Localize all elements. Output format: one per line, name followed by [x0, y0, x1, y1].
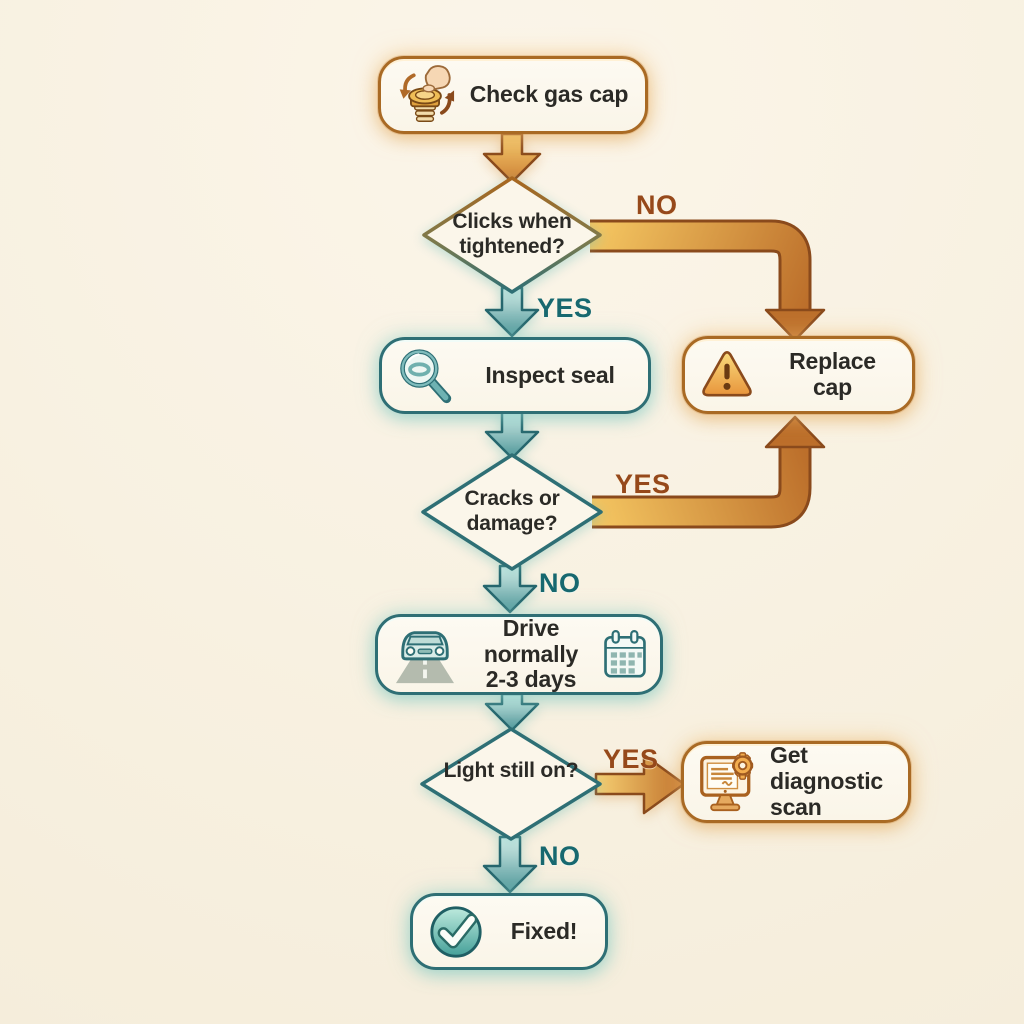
- decision-diamond-light-still-on: [420, 727, 602, 841]
- car-road-icon: [395, 630, 455, 683]
- decision-diamond-cracks-or-damage: [421, 453, 603, 571]
- decision-label-cracks-or-damage: Cracks or damage?: [464, 487, 560, 535]
- arrow-drive-to-light: [484, 692, 540, 732]
- calendar-icon: [604, 629, 646, 678]
- magnifier-seal-icon: [400, 348, 452, 403]
- arrow-light-no-to-fixed: [482, 835, 538, 894]
- node-label: Drive normally 2-3 days: [483, 614, 579, 693]
- node-label: Check gas cap: [469, 81, 629, 108]
- warning-triangle-icon: [702, 350, 752, 397]
- edge-label-clicks-yes: YES: [537, 293, 593, 323]
- node-get-diagnostic-scan: Get diagnostic scan: [681, 741, 911, 823]
- node-check-gas-cap: Check gas cap: [378, 56, 648, 134]
- edge-label-clicks-no: NO: [636, 190, 678, 220]
- node-replace-cap: Replace cap: [682, 336, 915, 414]
- computer-gear-icon: [700, 752, 754, 812]
- check-circle-icon: [430, 905, 482, 958]
- arrow-inspect-to-cracks: [484, 410, 540, 460]
- decision-diamond-clicks-when-tightened: [422, 176, 602, 294]
- node-fixed: Fixed!: [410, 893, 608, 970]
- node-label: Fixed!: [510, 917, 578, 944]
- arrow-clicks-no-to-replace: [590, 219, 826, 342]
- node-label: Get diagnostic scan: [770, 742, 884, 820]
- gas-cap-hand-icon: [399, 65, 455, 122]
- decision-label-clicks-when-tightened: Clicks when tightened?: [452, 210, 572, 258]
- decision-label-light-still-on: Light still on?: [443, 759, 579, 782]
- node-drive-normally: Drive normally 2-3 days: [375, 614, 663, 695]
- node-label: Replace cap: [789, 348, 876, 400]
- node-inspect-seal: Inspect seal: [379, 337, 651, 414]
- edge-label-light-yes: YES: [603, 744, 659, 774]
- edge-label-light-no: NO: [539, 841, 581, 871]
- arrow-check-to-clicks: [482, 132, 542, 184]
- arrow-clicks-yes-to-inspect: [484, 286, 540, 338]
- arrow-cracks-no-to-drive: [482, 564, 538, 614]
- arrow-cracks-yes-to-replace: [592, 415, 826, 529]
- edge-label-cracks-yes: YES: [615, 469, 671, 499]
- edge-label-cracks-no: NO: [539, 568, 581, 598]
- node-label: Inspect seal: [485, 361, 615, 388]
- arrow-light-yes-to-scan: [594, 753, 686, 815]
